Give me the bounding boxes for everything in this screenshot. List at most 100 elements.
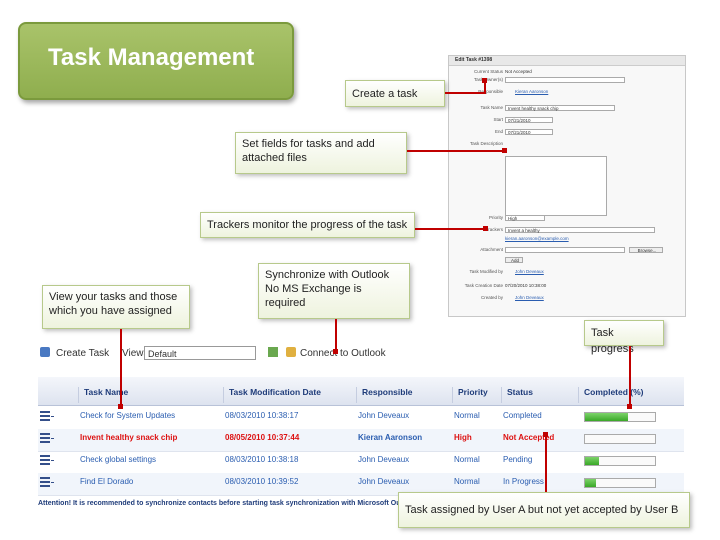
priority-select[interactable]: High <box>505 215 545 221</box>
creation-date-row: Task Creation Date 07/20/2010 10:38:00 <box>464 283 547 288</box>
table-row[interactable]: Find El Dorado 08/03/2010 10:39:52 John … <box>38 473 684 496</box>
connector-fields <box>407 150 505 152</box>
attachment-row: Attachment Browse... <box>449 246 685 254</box>
col-completed[interactable]: Completed (%) <box>578 387 644 403</box>
browse-button[interactable]: Browse... <box>629 247 663 253</box>
connector-trackers <box>415 228 485 230</box>
priority-cell: Normal <box>454 477 480 486</box>
task-grid: Task Name Task Modification Date Respons… <box>38 377 684 497</box>
col-task-name[interactable]: Task Name <box>78 387 128 403</box>
end-row: End 07/21/2010 <box>449 128 685 136</box>
connector-dot <box>118 404 123 409</box>
status-cell: Completed <box>503 411 542 420</box>
progress-fill <box>585 457 599 465</box>
status-cell: In Progress <box>503 477 544 486</box>
add-row: Add <box>449 256 685 264</box>
outlook-icon <box>286 347 296 357</box>
date-cell: 08/03/2010 10:38:17 <box>225 411 299 420</box>
responsible-row: Responsible Kieran Aaronson <box>478 89 549 94</box>
status-cell: Pending <box>503 455 533 464</box>
description-textarea[interactable] <box>505 156 607 216</box>
connector-progress <box>629 346 631 406</box>
progress-fill <box>585 413 629 421</box>
start-row: Start 07/21/2010 <box>449 116 685 124</box>
responsible-cell[interactable]: John Deveaux <box>358 477 410 486</box>
sync-warning: Attention! It is recommended to synchron… <box>38 500 418 507</box>
current-status-row: Current Status Not Accepted <box>473 69 532 74</box>
start-date-input[interactable]: 07/21/2010 <box>505 117 553 123</box>
callout-task-assigned: Task assigned by User A but not yet acce… <box>398 492 690 528</box>
connector-dot <box>333 349 338 354</box>
callout-trackers: Trackers monitor the progress of the tas… <box>200 212 415 238</box>
grid-header: Task Name Task Modification Date Respons… <box>38 377 684 406</box>
col-responsible[interactable]: Responsible <box>356 387 413 403</box>
progress-bar <box>584 456 656 466</box>
end-date-input[interactable]: 07/21/2010 <box>505 129 553 135</box>
trackers-email-row: kieran.aaronson@example.com <box>449 235 685 243</box>
task-name-cell[interactable]: Check global settings <box>80 455 157 464</box>
table-row[interactable]: Check global settings 08/03/2010 10:38:1… <box>38 451 684 474</box>
task-name-row: Task Name Invent healthy snack chip <box>449 104 685 112</box>
connector-dot <box>482 78 487 83</box>
callout-create-task: Create a task <box>345 80 445 107</box>
connector-dot <box>483 226 488 231</box>
connector-dot <box>543 432 548 437</box>
task-list-icon <box>40 410 54 422</box>
description-row: Task Description <box>469 141 503 146</box>
table-row[interactable]: Invent healthy snack chip 08/05/2010 10:… <box>38 429 684 452</box>
task-owner-row: Task Owner(s) <box>449 76 685 84</box>
task-name-input[interactable]: Invent healthy snack chip <box>505 105 615 111</box>
connector-sync <box>335 319 337 351</box>
task-owner-select[interactable] <box>505 77 625 83</box>
col-modification-date[interactable]: Task Modification Date <box>223 387 321 403</box>
task-name-cell[interactable]: Check for System Updates <box>80 411 176 420</box>
table-row[interactable]: Check for System Updates 08/03/2010 10:3… <box>38 407 684 430</box>
grid-toolbar: Create Task Views: Default Connect to Ou… <box>38 342 684 364</box>
connector-assigned <box>545 434 547 492</box>
task-list-icon <box>40 454 54 466</box>
views-label: Views: <box>122 348 152 359</box>
current-status-value: Not Accepted <box>505 69 532 74</box>
created-by-link[interactable]: John Deveaux <box>515 295 544 300</box>
task-list-icon <box>40 432 54 444</box>
responsible-cell[interactable]: John Deveaux <box>358 455 410 464</box>
edit-task-form: Edit Task #1398 Current Status Not Accep… <box>448 55 686 317</box>
created-by-row: Created by John Deveaux <box>480 295 544 300</box>
create-task-button[interactable]: Create Task <box>56 348 110 359</box>
task-list-icon <box>40 476 54 488</box>
add-button[interactable]: Add <box>505 257 523 263</box>
form-header: Edit Task #1398 <box>449 56 685 66</box>
progress-bar <box>584 434 656 444</box>
priority-row: Priority High <box>449 214 685 222</box>
grid-icon[interactable] <box>268 347 278 357</box>
connector-view <box>120 329 122 407</box>
priority-cell: Normal <box>454 455 480 464</box>
progress-fill <box>585 479 596 487</box>
trackers-row: Trackers Invent a healthy <box>449 226 685 234</box>
callout-sync-outlook: Synchronize with Outlook No MS Exchange … <box>258 263 410 319</box>
col-priority[interactable]: Priority <box>452 387 488 403</box>
priority-cell: Normal <box>454 411 480 420</box>
modified-by-link[interactable]: John Deveaux <box>515 269 544 274</box>
responsible-cell[interactable]: John Deveaux <box>358 411 410 420</box>
responsible-cell[interactable]: Kieran Aaronson <box>358 433 423 442</box>
responsible-link[interactable]: Kieran Aaronson <box>515 89 549 94</box>
title-banner: Task Management <box>18 22 294 100</box>
priority-cell: High <box>454 433 472 442</box>
attachment-input[interactable] <box>505 247 625 253</box>
callout-set-fields: Set fields for tasks and add attached fi… <box>235 132 407 174</box>
date-cell: 08/03/2010 10:39:52 <box>225 477 299 486</box>
status-cell: Not Accepted <box>503 433 555 442</box>
col-status[interactable]: Status <box>501 387 533 403</box>
trackers-input[interactable]: Invent a healthy <box>505 227 655 233</box>
modified-by-row: Task Modified by John Deveaux <box>469 269 544 274</box>
task-name-cell[interactable]: Find El Dorado <box>80 477 134 486</box>
connector-dot <box>627 404 632 409</box>
date-cell: 08/05/2010 10:37:44 <box>225 433 300 442</box>
creation-date-value: 07/20/2010 10:38:00 <box>505 283 547 288</box>
views-select[interactable]: Default <box>144 346 256 360</box>
trackers-email[interactable]: kieran.aaronson@example.com <box>505 236 569 241</box>
connector-create-v <box>484 80 486 94</box>
connect-outlook-button[interactable]: Connect to Outlook <box>300 348 386 359</box>
task-name-cell[interactable]: Invent healthy snack chip <box>80 433 178 442</box>
